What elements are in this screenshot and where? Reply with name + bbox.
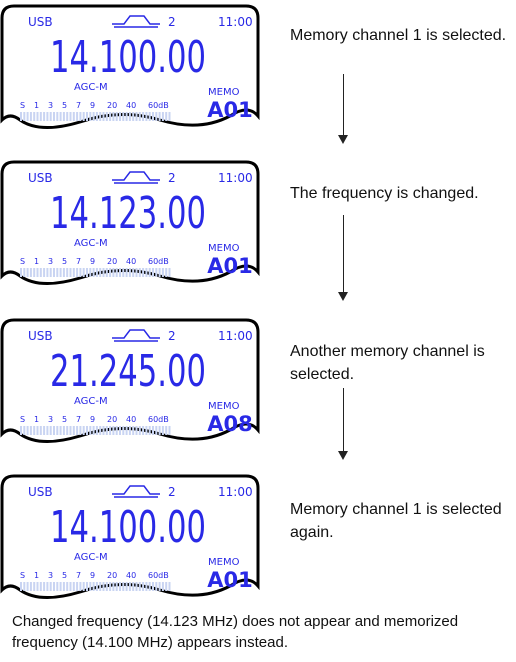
memory-channel: A01 <box>207 568 252 592</box>
meter-scale-label: 20 <box>107 571 117 580</box>
filter-number: 2 <box>168 171 176 185</box>
memo-label: MEMO <box>208 557 240 568</box>
meter-scale-label: 60dB <box>148 257 169 266</box>
signal-meter-bar <box>20 582 171 591</box>
mode-label: USB <box>28 485 53 499</box>
frequency-readout: 21.245.00 <box>50 346 206 397</box>
signal-meter-bar <box>20 268 171 277</box>
arrow-down-2-icon <box>338 215 350 301</box>
meter-scale-label: 5 <box>62 257 67 266</box>
memory-channel: A01 <box>207 254 252 278</box>
meter-scale-label: 1 <box>34 571 39 580</box>
clock-time: 11:00 <box>218 485 253 499</box>
meter-scale-label: 3 <box>48 257 53 266</box>
mode-label: USB <box>28 15 53 29</box>
meter-scale-label: S <box>20 101 25 110</box>
filter-number: 2 <box>168 15 176 29</box>
signal-meter-bar <box>20 112 171 121</box>
memo-label: MEMO <box>208 401 240 412</box>
meter-scale-label: 20 <box>107 257 117 266</box>
clock-time: 11:00 <box>218 15 253 29</box>
clock-time: 11:00 <box>218 329 253 343</box>
arrow-down-1-icon <box>338 74 350 144</box>
memory-channel: A08 <box>207 412 252 436</box>
meter-scale-label: 9 <box>90 571 95 580</box>
meter-scale-label: 7 <box>76 101 81 110</box>
frequency-readout: 14.123.00 <box>50 188 206 239</box>
memo-label: MEMO <box>208 243 240 254</box>
step-3-description: Another memory channel is selected. <box>290 343 485 383</box>
meter-scale-label: 60dB <box>148 571 169 580</box>
step-1-description: Memory channel 1 is selected. <box>290 27 507 44</box>
meter-scale-label: S <box>20 257 25 266</box>
meter-scale-label: 7 <box>76 571 81 580</box>
meter-scale-label: 60dB <box>148 415 169 424</box>
meter-scale-label: 3 <box>48 415 53 424</box>
agc-label: AGC-M <box>74 396 108 407</box>
filter-passband-icon <box>112 171 160 181</box>
step-4-description: Memory channel 1 is selected again. <box>290 501 502 541</box>
meter-scale-label: 7 <box>76 415 81 424</box>
agc-label: AGC-M <box>74 552 108 563</box>
signal-meter-bar <box>20 426 171 435</box>
meter-scale-label: 40 <box>126 101 136 110</box>
clock-time: 11:00 <box>218 171 253 185</box>
meter-scale-label: 7 <box>76 257 81 266</box>
meter-scale-label: 3 <box>48 571 53 580</box>
meter-scale-label: 9 <box>90 257 95 266</box>
frequency-readout: 14.100.00 <box>50 32 206 83</box>
meter-scale-label: 5 <box>62 415 67 424</box>
meter-scale-label: 1 <box>34 257 39 266</box>
meter-scale-label: 1 <box>34 101 39 110</box>
memory-channel: A01 <box>207 98 252 122</box>
agc-label: AGC-M <box>74 82 108 93</box>
meter-scale-label: 40 <box>126 257 136 266</box>
meter-scale-label: 5 <box>62 101 67 110</box>
filter-passband-icon <box>112 329 160 339</box>
meter-scale-label: 3 <box>48 101 53 110</box>
mode-label: USB <box>28 329 53 343</box>
step-2-description: The frequency is changed. <box>290 185 479 202</box>
filter-number: 2 <box>168 329 176 343</box>
meter-scale-label: S <box>20 571 25 580</box>
meter-scale-label: 9 <box>90 101 95 110</box>
memo-label: MEMO <box>208 87 240 98</box>
filter-passband-icon <box>112 485 160 495</box>
meter-scale-label: 5 <box>62 571 67 580</box>
meter-scale-label: S <box>20 415 25 424</box>
meter-scale-label: 20 <box>107 101 117 110</box>
arrow-down-3-icon <box>338 388 350 460</box>
agc-label: AGC-M <box>74 238 108 249</box>
filter-passband-icon <box>112 15 160 25</box>
meter-scale-label: 9 <box>90 415 95 424</box>
filter-number: 2 <box>168 485 176 499</box>
meter-scale-label: 40 <box>126 571 136 580</box>
frequency-readout: 14.100.00 <box>50 502 206 553</box>
meter-scale-label: 60dB <box>148 101 169 110</box>
caption: Changed frequency (14.123 MHz) does not … <box>12 613 459 651</box>
meter-scale-label: 20 <box>107 415 117 424</box>
meter-scale-label: 40 <box>126 415 136 424</box>
meter-scale-label: 1 <box>34 415 39 424</box>
mode-label: USB <box>28 171 53 185</box>
